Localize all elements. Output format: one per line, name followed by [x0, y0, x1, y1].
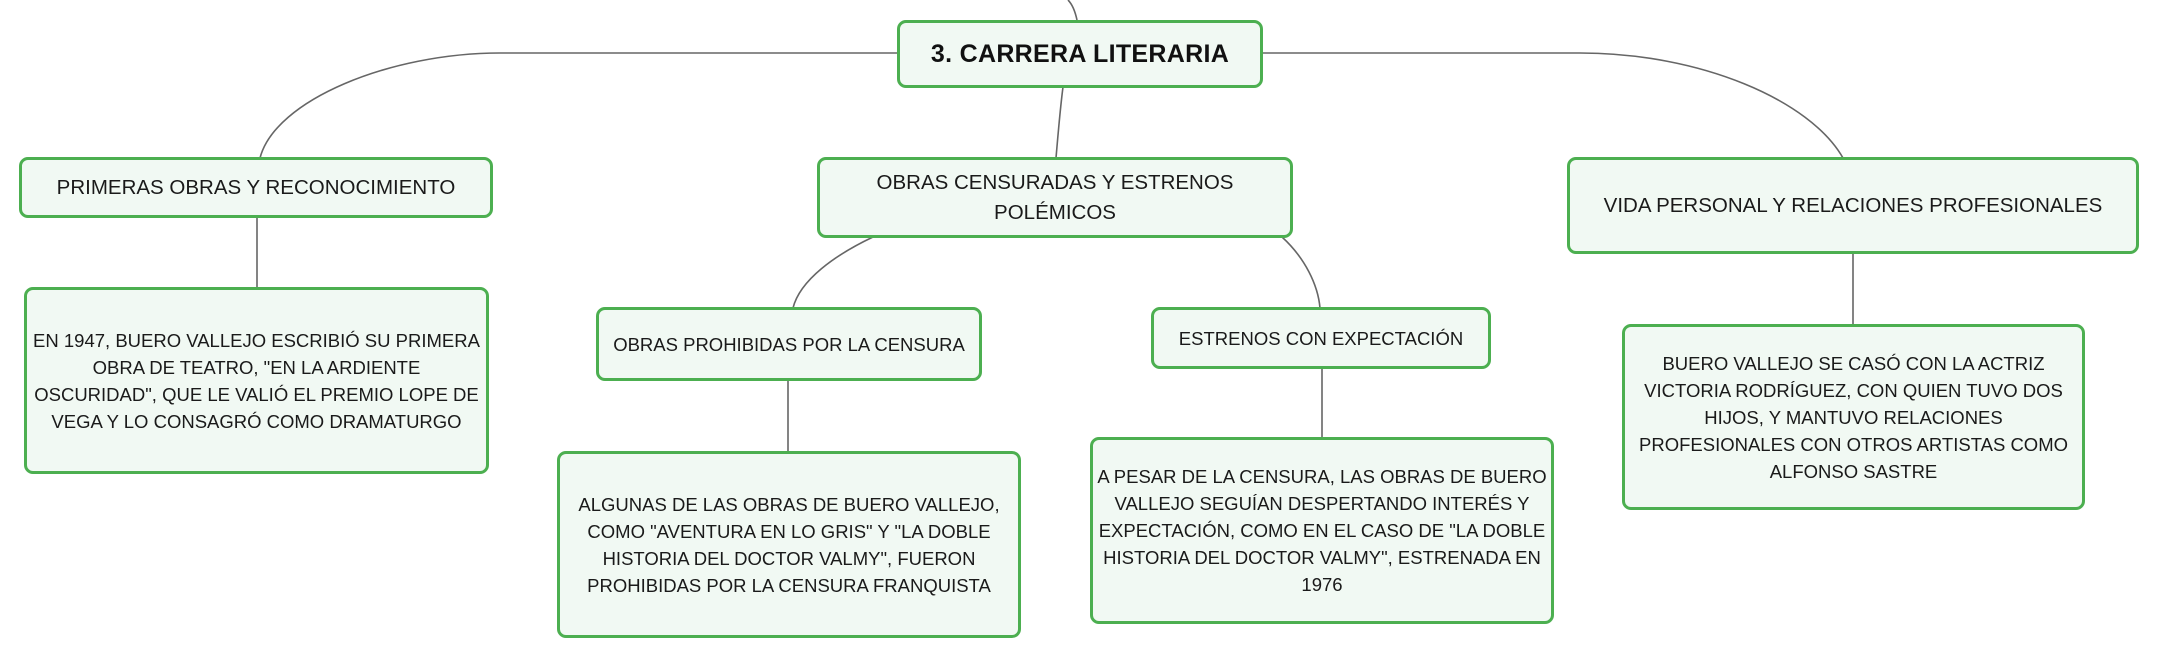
- connector-branch-2-to-child-1: [792, 236, 874, 309]
- detail-node-vida-personal[interactable]: BUERO VALLEJO SE CASÓ CON LA ACTRIZ VICT…: [1622, 324, 2085, 510]
- branch-node-label: PRIMERAS OBRAS Y RECONOCIMIENTO: [56, 175, 456, 199]
- root-node[interactable]: 3. CARRERA LITERARIA: [897, 20, 1263, 88]
- child-node-label: ESTRENOS CON EXPECTACIÓN: [1178, 327, 1464, 349]
- branch-node-label: OBRAS CENSURADAS Y ESTRENOS POLÉMICOS: [876, 170, 1234, 224]
- connector-root-to-branch-1: [259, 52, 899, 159]
- root-node-label: 3. CARRERA LITERARIA: [930, 39, 1230, 68]
- branch-node-label: VIDA PERSONAL Y RELACIONES PROFESIONALES: [1603, 193, 2103, 217]
- branch-node-primeras-obras[interactable]: PRIMERAS OBRAS Y RECONOCIMIENTO: [19, 157, 493, 218]
- detail-node-text: A PESAR DE LA CENSURA, LAS OBRAS DE BUER…: [1097, 466, 1547, 595]
- connector-root-to-branch-3: [1261, 52, 1844, 159]
- branch-node-vida-personal[interactable]: VIDA PERSONAL Y RELACIONES PROFESIONALES: [1567, 157, 2139, 254]
- child-node-estrenos-expectacion[interactable]: ESTRENOS CON EXPECTACIÓN: [1151, 307, 1491, 369]
- detail-node-estrenos-expectacion[interactable]: A PESAR DE LA CENSURA, LAS OBRAS DE BUER…: [1090, 437, 1554, 624]
- connector-parent-edge: [1067, 0, 1078, 21]
- detail-node-obras-prohibidas[interactable]: ALGUNAS DE LAS OBRAS DE BUERO VALLEJO, C…: [557, 451, 1021, 638]
- connector-branch-2-to-child-2: [1281, 236, 1321, 309]
- detail-node-text: ALGUNAS DE LAS OBRAS DE BUERO VALLEJO, C…: [578, 493, 1000, 596]
- detail-node-primeras-obras[interactable]: EN 1947, BUERO VALLEJO ESCRIBIÓ SU PRIME…: [24, 287, 489, 474]
- branch-node-obras-censuradas[interactable]: OBRAS CENSURADAS Y ESTRENOS POLÉMICOS: [817, 157, 1293, 238]
- detail-node-text: EN 1947, BUERO VALLEJO ESCRIBIÓ SU PRIME…: [33, 329, 480, 432]
- child-node-obras-prohibidas[interactable]: OBRAS PROHIBIDAS POR LA CENSURA: [596, 307, 982, 381]
- connector-root-to-branch-2: [1055, 86, 1064, 159]
- child-node-label: OBRAS PROHIBIDAS POR LA CENSURA: [613, 333, 965, 355]
- detail-node-text: BUERO VALLEJO SE CASÓ CON LA ACTRIZ VICT…: [1639, 352, 2068, 482]
